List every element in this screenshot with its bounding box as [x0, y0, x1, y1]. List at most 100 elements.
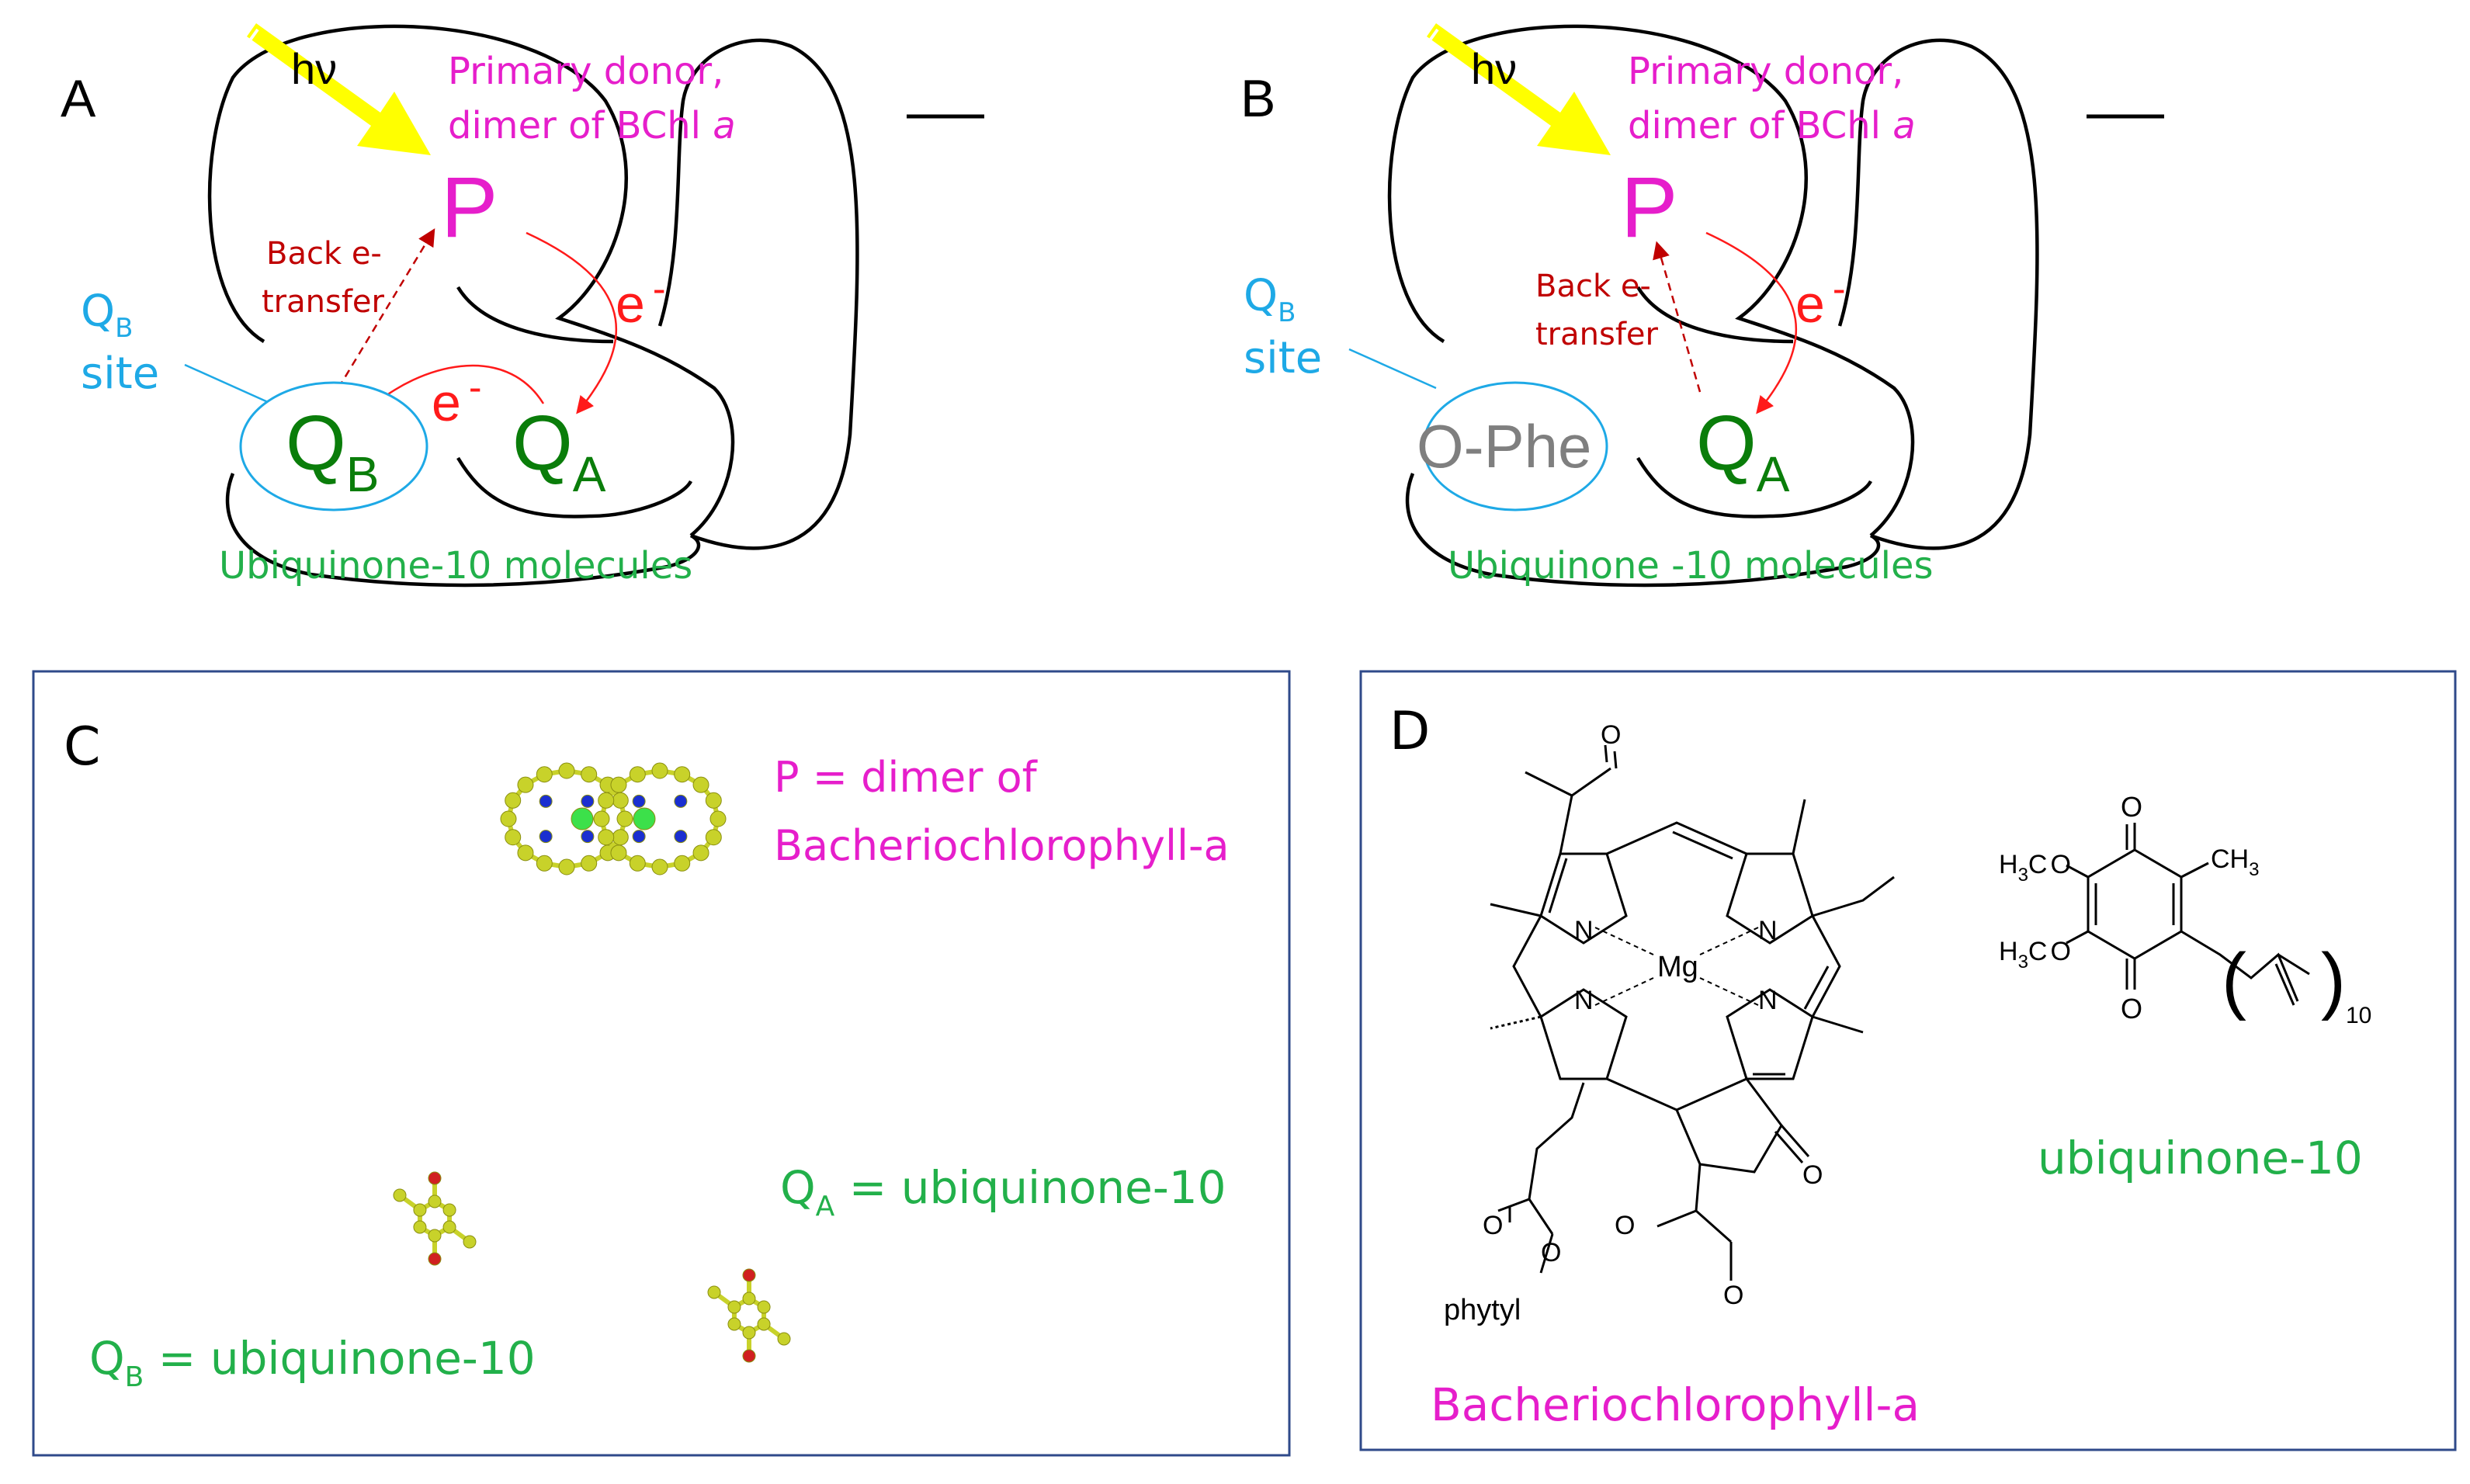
atom [705, 829, 722, 846]
atom [674, 766, 691, 783]
atom [500, 810, 517, 827]
n-atom: N [1758, 916, 1778, 945]
p-dimer-model [500, 762, 727, 875]
atom [536, 855, 553, 872]
panel-d: D [1359, 670, 2457, 1451]
forward-arrow-p-qa [526, 231, 617, 414]
atom [571, 807, 594, 830]
donor-label-line2: dimer of BChl a [1628, 104, 1916, 147]
electron-label: e- [616, 267, 665, 334]
atom [742, 1326, 756, 1340]
back-transfer-arrow [337, 228, 435, 389]
atom [742, 1268, 756, 1282]
qb-identity-label: QB = ubiquinone-10 [89, 1332, 536, 1393]
phytyl-label: phytyl [1444, 1294, 1521, 1326]
atom [517, 776, 534, 793]
atom [674, 855, 691, 872]
forward-arrow-p-qa [1705, 231, 1797, 414]
atom [442, 1203, 456, 1217]
o-atom: O [1802, 1160, 1823, 1190]
hv-label: hν [291, 44, 337, 93]
atom [428, 1171, 442, 1185]
o-atom: O [2121, 993, 2142, 1025]
qb-site-ellipse [1422, 381, 1608, 511]
atom [612, 829, 629, 846]
atom [705, 792, 722, 809]
qb-site-pointer [184, 363, 269, 404]
atom [632, 794, 646, 808]
ubiquinone-structure [2066, 823, 2310, 1006]
atom [598, 792, 615, 809]
back-transfer-line1: Back e- [266, 236, 382, 272]
back-transfer-line1: Back e- [1535, 269, 1651, 304]
atom [428, 1229, 442, 1243]
donor-label-line1: Primary donor, [448, 50, 723, 93]
o-atom: O [1483, 1211, 1503, 1240]
qb-site-ellipse [239, 381, 428, 511]
donor-label-line2: dimer of BChl a [448, 104, 736, 147]
back-transfer-arrow [1653, 241, 1702, 393]
atom [558, 762, 575, 779]
atom [581, 766, 598, 783]
protein-outline [207, 24, 859, 588]
atom [598, 829, 615, 846]
bchl-name: Bacheriochlorophyll-a [1431, 1378, 1920, 1431]
atom [505, 792, 522, 809]
atom [692, 844, 709, 862]
atom [539, 830, 553, 844]
atom [517, 844, 534, 862]
qb-site-label: QB [1244, 271, 1296, 328]
atom [633, 807, 656, 830]
isoprene-paren-close: ) [2321, 938, 2346, 1021]
atom [629, 855, 646, 872]
atom [707, 1285, 721, 1299]
o-atom: O [1601, 720, 1621, 750]
atom [612, 792, 629, 809]
panel-b: hν B Primary donor, dimer of BChl a P Ba… [1240, 22, 2164, 588]
panel-letter: A [61, 69, 96, 128]
atom [742, 1349, 756, 1363]
qb-label: QB [286, 400, 379, 502]
atom [442, 1220, 456, 1234]
light-arrow [1411, 22, 1611, 155]
panel-letter: D [1389, 701, 1430, 762]
atom [581, 794, 595, 808]
qa-identity-label: QA = ubiquinone-10 [780, 1161, 1226, 1222]
o-atom: O [1723, 1281, 1743, 1310]
atom [505, 829, 522, 846]
p-dimer-label-line2: Bacheriochlorophyll-a [774, 821, 1230, 870]
p-label: P [1621, 160, 1677, 255]
n-atom: N [1574, 916, 1594, 945]
atom [558, 858, 575, 875]
atom [393, 1188, 407, 1202]
atom [674, 830, 688, 844]
atom [709, 810, 727, 827]
atom [757, 1317, 771, 1331]
atom [651, 762, 668, 779]
o-phe-label: O-Phe [1417, 412, 1591, 480]
hv-label: hν [1471, 44, 1517, 93]
back-transfer-line2: transfer [262, 284, 385, 320]
atom [536, 766, 553, 783]
atom [727, 1300, 741, 1314]
panel-frame [1359, 670, 2457, 1451]
atom [727, 1317, 741, 1331]
o-atom: O [1615, 1211, 1635, 1240]
qa-quinone-model [707, 1268, 791, 1363]
transfer-arrow-qa-qb [368, 364, 545, 410]
bchl-structure [1490, 744, 1895, 1281]
back-transfer-line2: transfer [1535, 317, 1659, 352]
panel-a: hν A Primary donor, dimer of BChl a P Ba… [61, 22, 984, 588]
electron-label: e- [432, 366, 481, 432]
p-label: P [441, 160, 498, 255]
qb-site-word: site [81, 348, 159, 399]
qb-quinone-model [393, 1171, 477, 1266]
atom [463, 1235, 477, 1249]
atom [777, 1332, 791, 1346]
p-dimer-label-line1: P = dimer of [774, 753, 1039, 802]
qa-label: QA [512, 400, 606, 502]
atom [413, 1203, 427, 1217]
